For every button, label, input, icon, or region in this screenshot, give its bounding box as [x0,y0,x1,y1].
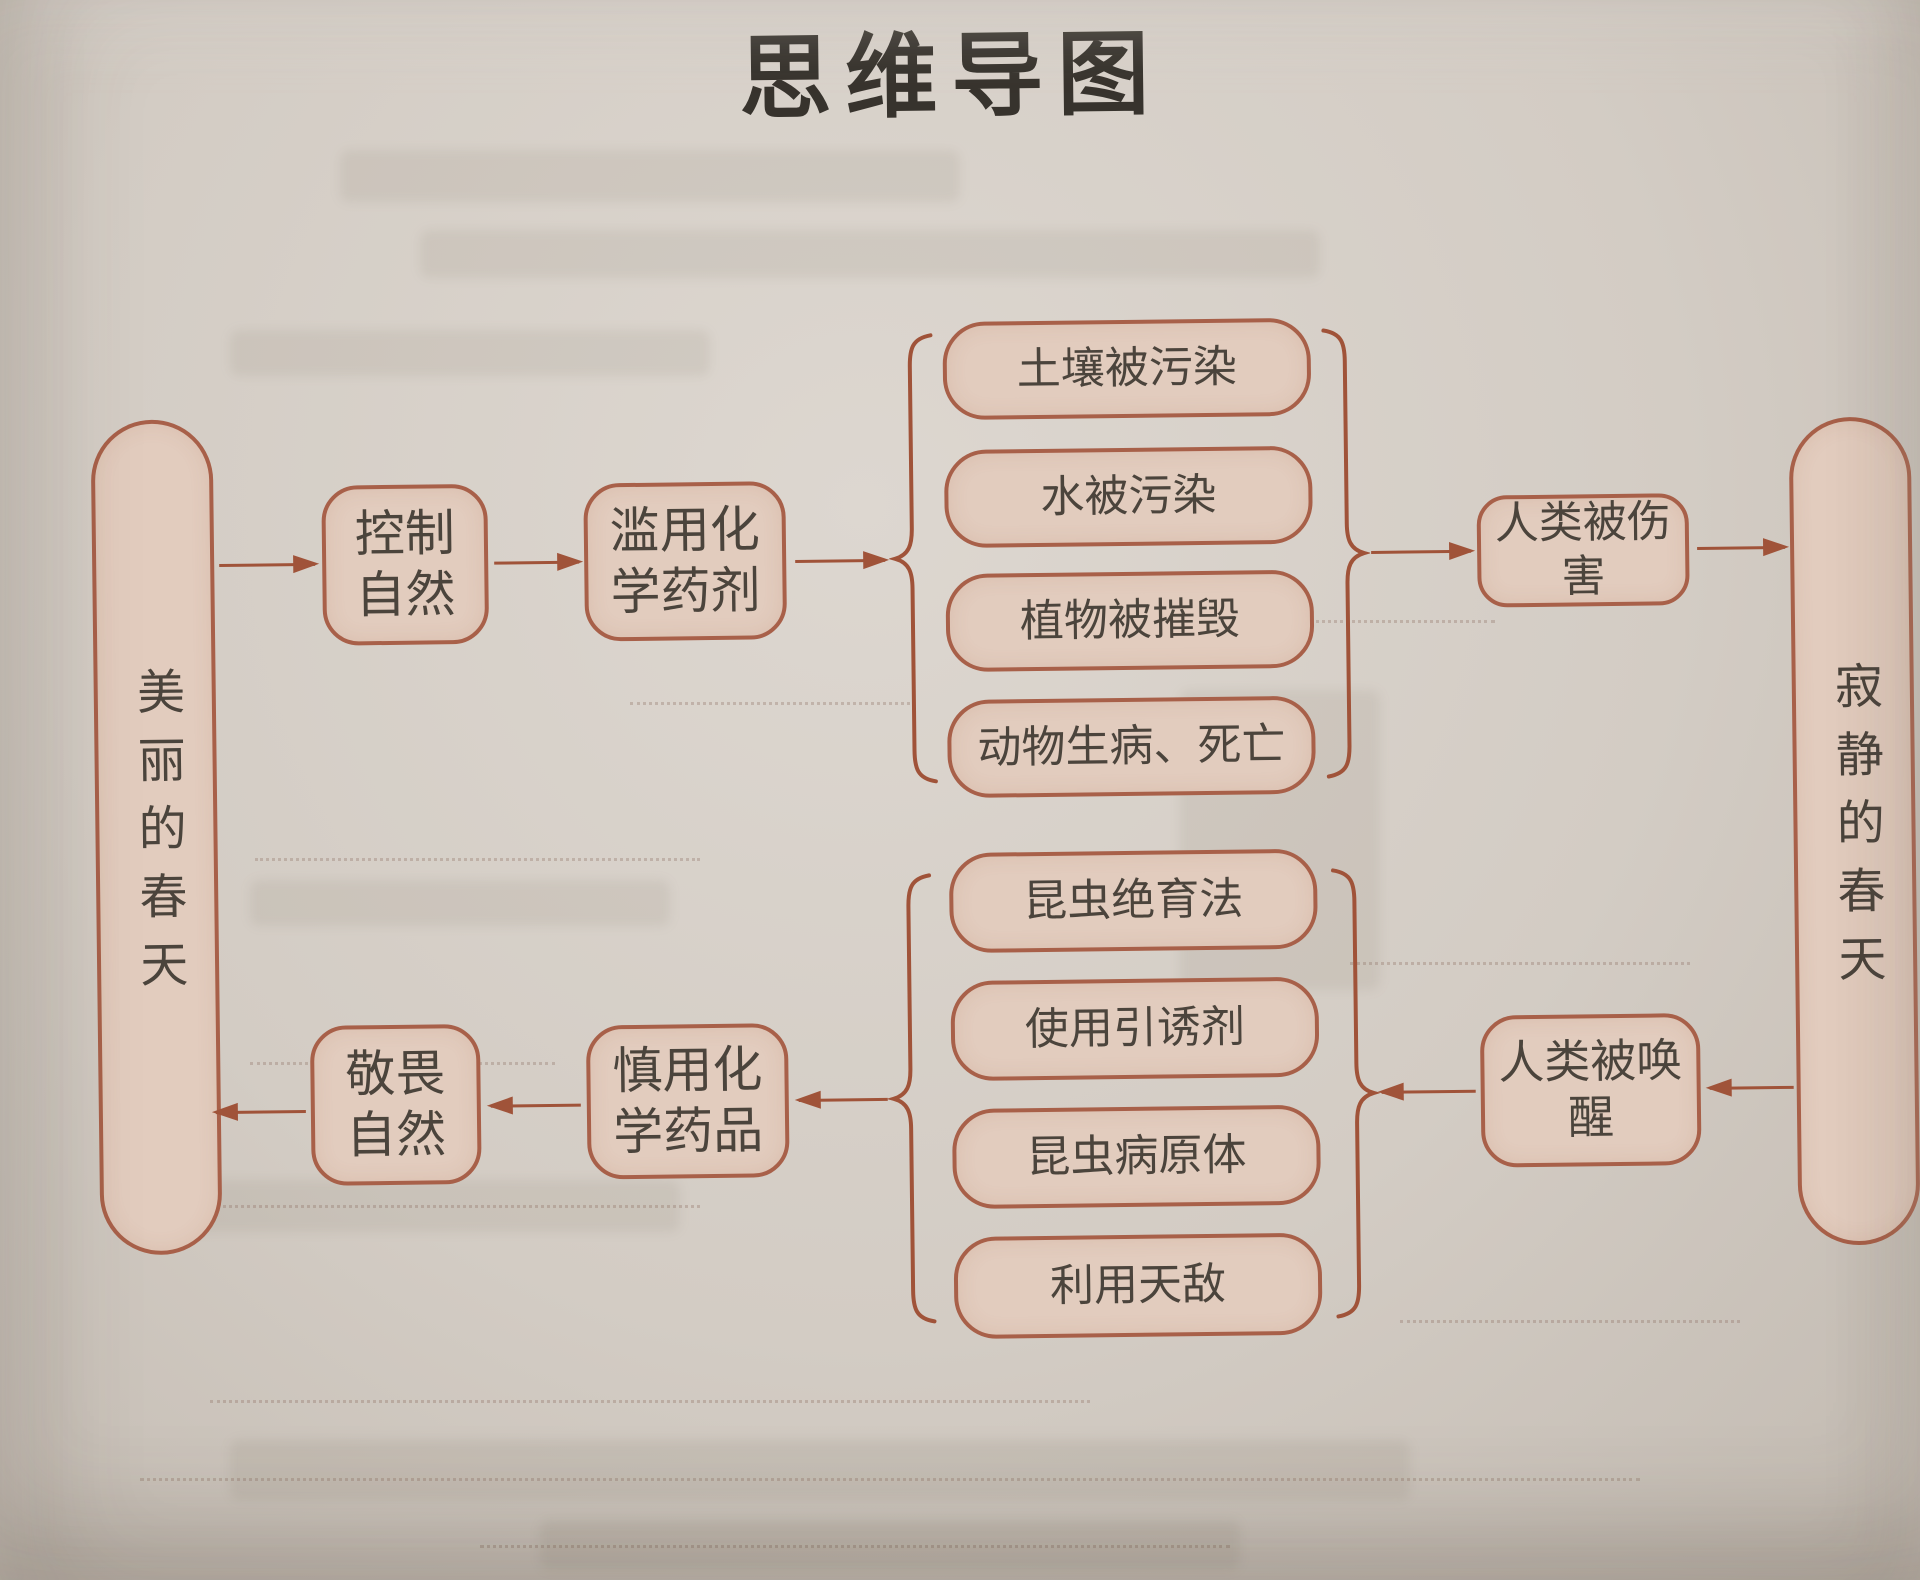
arrow-control-to-abuse [494,560,580,565]
bleed-line [480,1545,1230,1548]
bleed-line [1135,620,1495,623]
node-label: 美丽的春天 [128,666,186,1009]
branch-use-attractants: 使用引诱剂 [950,976,1320,1082]
ghost-blob [340,150,960,202]
branch-label: 昆虫病原体 [1026,1130,1247,1183]
bleed-line [1400,1320,1740,1323]
node-cautious-chemicals: 慎用化学药品 [585,1023,790,1180]
branch-soil-polluted: 土壤被污染 [942,317,1312,421]
branch-label: 使用引诱剂 [1024,1002,1246,1055]
ghost-blob [160,1180,680,1232]
bleed-line [210,1400,1090,1403]
bottom-branches-right-brace [1331,868,1381,1319]
arrow-beautiful-to-control [219,562,316,568]
arrow-revere-to-beautiful [215,1110,306,1115]
ghost-blob [230,330,710,376]
bleed-line [150,1205,700,1208]
bleed-line [140,1478,1640,1481]
arrow-brace-to-harmed [1371,549,1472,554]
branch-insect-sterilization: 昆虫绝育法 [948,848,1318,954]
branch-natural-enemies: 利用天敌 [953,1232,1323,1340]
ghost-blob [420,230,1320,278]
bottom-branches-left-brace [886,873,937,1324]
bleed-line [255,858,700,861]
node-abuse-chemicals: 滥用化学药剂 [583,481,788,642]
branch-label: 水被污染 [1040,471,1217,523]
arrow-brace-to-cautious [798,1097,888,1102]
node-humans-awakened: 人类被唤醒 [1479,1012,1702,1168]
branch-label: 利用天敌 [1049,1259,1227,1312]
node-humans-harmed: 人类被伤害 [1476,493,1690,608]
branch-water-polluted: 水被污染 [943,445,1314,549]
node-beautiful-spring: 美丽的春天 [90,419,223,1256]
node-label: 寂静的春天 [1826,660,1884,1002]
top-branches-left-brace [887,333,938,784]
node-silent-spring: 寂静的春天 [1788,416,1920,1246]
branch-insect-pathogens: 昆虫病原体 [951,1104,1322,1210]
node-label: 控制自然 [354,505,456,624]
page-title: 思维导图 [738,23,1164,131]
branch-label: 昆虫绝育法 [1023,874,1244,927]
branch-label: 植物被摧毁 [1019,594,1241,647]
top-branches-right-brace [1321,328,1372,779]
bleed-line [1350,962,1690,965]
branch-plants-destroyed: 植物被摧毁 [945,569,1315,673]
arrow-harmed-to-silent [1697,545,1786,550]
branch-label: 土壤被污染 [1016,342,1238,395]
node-label: 敬畏自然 [345,1045,447,1164]
node-label: 慎用化学药品 [612,1041,764,1161]
node-label: 人类被唤醒 [1498,1035,1683,1144]
branch-animals-sick-die: 动物生病、死亡 [946,695,1317,799]
arrow-cautious-to-revere [490,1103,581,1108]
arrow-silent-to-awakened [1709,1085,1794,1090]
node-revere-nature: 敬畏自然 [309,1023,482,1186]
bleed-line [630,702,910,705]
ghost-blob [230,1440,1410,1500]
ghost-blob [540,1520,1240,1570]
node-control-nature: 控制自然 [321,483,490,646]
arrow-awakened-to-brace [1381,1089,1476,1094]
branch-label: 动物生病、死亡 [977,720,1286,773]
arrow-abuse-to-brace [795,558,886,563]
node-label: 人类被伤害 [1494,497,1672,602]
node-label: 滥用化学药剂 [609,501,761,621]
ghost-blob [250,880,670,926]
